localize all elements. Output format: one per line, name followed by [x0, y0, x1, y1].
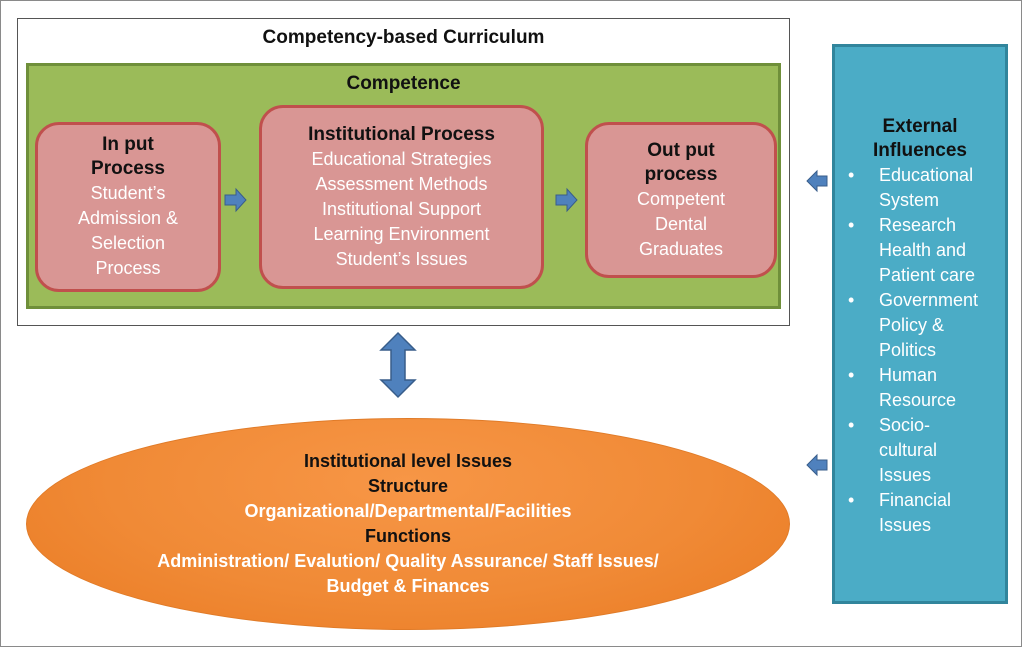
institutional-process-line: Educational Strategies [311, 148, 492, 169]
bullet-icon: • [848, 415, 855, 435]
list-item-line: Resource [879, 390, 957, 410]
structure-label: Structure [367, 476, 448, 496]
output-process-box: Out put process Competent Dental Graduat… [585, 122, 777, 278]
institutional-issues-content: Institutional level Issues Structure Org… [27, 449, 789, 599]
list-item-line: Educational [879, 165, 974, 185]
list-item: • Research Health and Patient care [845, 213, 1007, 288]
functions-detail: Administration/ Evalution/ Quality Assur… [157, 551, 659, 571]
list-item-line: cultural [879, 440, 938, 460]
institutional-process-line: Institutional Support [321, 198, 482, 219]
external-title-line: Influences [873, 140, 967, 161]
structure-detail: Organizational/Departmental/Facilities [244, 501, 572, 521]
bullet-icon: • [848, 165, 855, 185]
institutional-issues-ellipse: Institutional level Issues Structure Org… [26, 418, 790, 630]
external-title-line: External [882, 116, 958, 137]
list-item: • Socio- cultural Issues [845, 413, 1007, 488]
output-process-line: Competent [636, 188, 726, 209]
institutional-process-line: Learning Environment [313, 223, 490, 244]
list-item: • Government Policy & Politics [845, 288, 1007, 363]
institutional-process-box: Institutional Process Educational Strate… [259, 105, 544, 289]
input-process-heading-2: Process [91, 158, 165, 179]
list-item-line: Research [879, 215, 957, 235]
input-process-box: In put Process Student’s Admission & Sel… [35, 122, 221, 292]
output-process-line: Dental [654, 213, 708, 234]
arrow-right-icon [555, 187, 578, 213]
list-item-line: Issues [879, 515, 932, 535]
competence-box: Competence In put Process Student’s Admi… [26, 63, 781, 309]
input-process-line: Admission & [77, 208, 179, 228]
list-item-line: Human [879, 365, 938, 385]
bullet-icon: • [848, 215, 855, 235]
list-item: • Human Resource [845, 363, 1007, 413]
external-influences-list: • Educational System • Research Health a… [845, 163, 1007, 538]
list-item-line: Policy & [879, 315, 945, 335]
arrow-left-icon [806, 453, 828, 477]
input-process-heading-1: In put [102, 134, 154, 155]
institutional-process-heading: Institutional Process [308, 123, 495, 145]
list-item: • Educational System [845, 163, 1007, 213]
bullet-icon: • [848, 490, 855, 510]
output-process-heading-2: process [644, 163, 718, 185]
competence-title: Competence [346, 73, 461, 94]
list-item-line: Health and [879, 240, 967, 260]
input-process-line: Selection [90, 233, 166, 253]
curriculum-title: Competency-based Curriculum [262, 27, 545, 48]
institutional-process-line: Assessment Methods [315, 173, 488, 194]
curriculum-box: Competency-based Curriculum Competence I… [17, 18, 790, 326]
list-item-line: Issues [879, 465, 932, 485]
functions-label: Functions [365, 526, 451, 546]
input-process-line: Student’s [90, 183, 166, 203]
bullet-icon: • [848, 365, 855, 385]
arrow-left-icon [806, 169, 828, 193]
list-item-line: Politics [879, 340, 937, 360]
external-influences-box: External Influences • Educational System… [832, 44, 1008, 604]
external-influences-title: External Influences [835, 115, 1005, 163]
list-item: • Financial Issues [845, 488, 1007, 538]
input-process-line: Process [95, 258, 161, 278]
list-item-line: Patient care [879, 265, 976, 285]
arrow-right-icon [224, 187, 247, 213]
output-process-line: Graduates [638, 238, 724, 259]
double-arrow-vertical-icon [379, 331, 417, 399]
functions-detail: Budget & Finances [326, 576, 490, 596]
institutional-issues-title: Institutional level Issues [303, 451, 513, 471]
bullet-icon: • [848, 290, 855, 310]
output-process-heading-1: Out put [647, 139, 715, 161]
list-item-line: Socio- [879, 415, 931, 435]
list-item-line: Financial [879, 490, 952, 510]
institutional-process-line: Student’s Issues [335, 248, 468, 269]
list-item-line: Government [879, 290, 979, 310]
list-item-line: System [879, 190, 940, 210]
